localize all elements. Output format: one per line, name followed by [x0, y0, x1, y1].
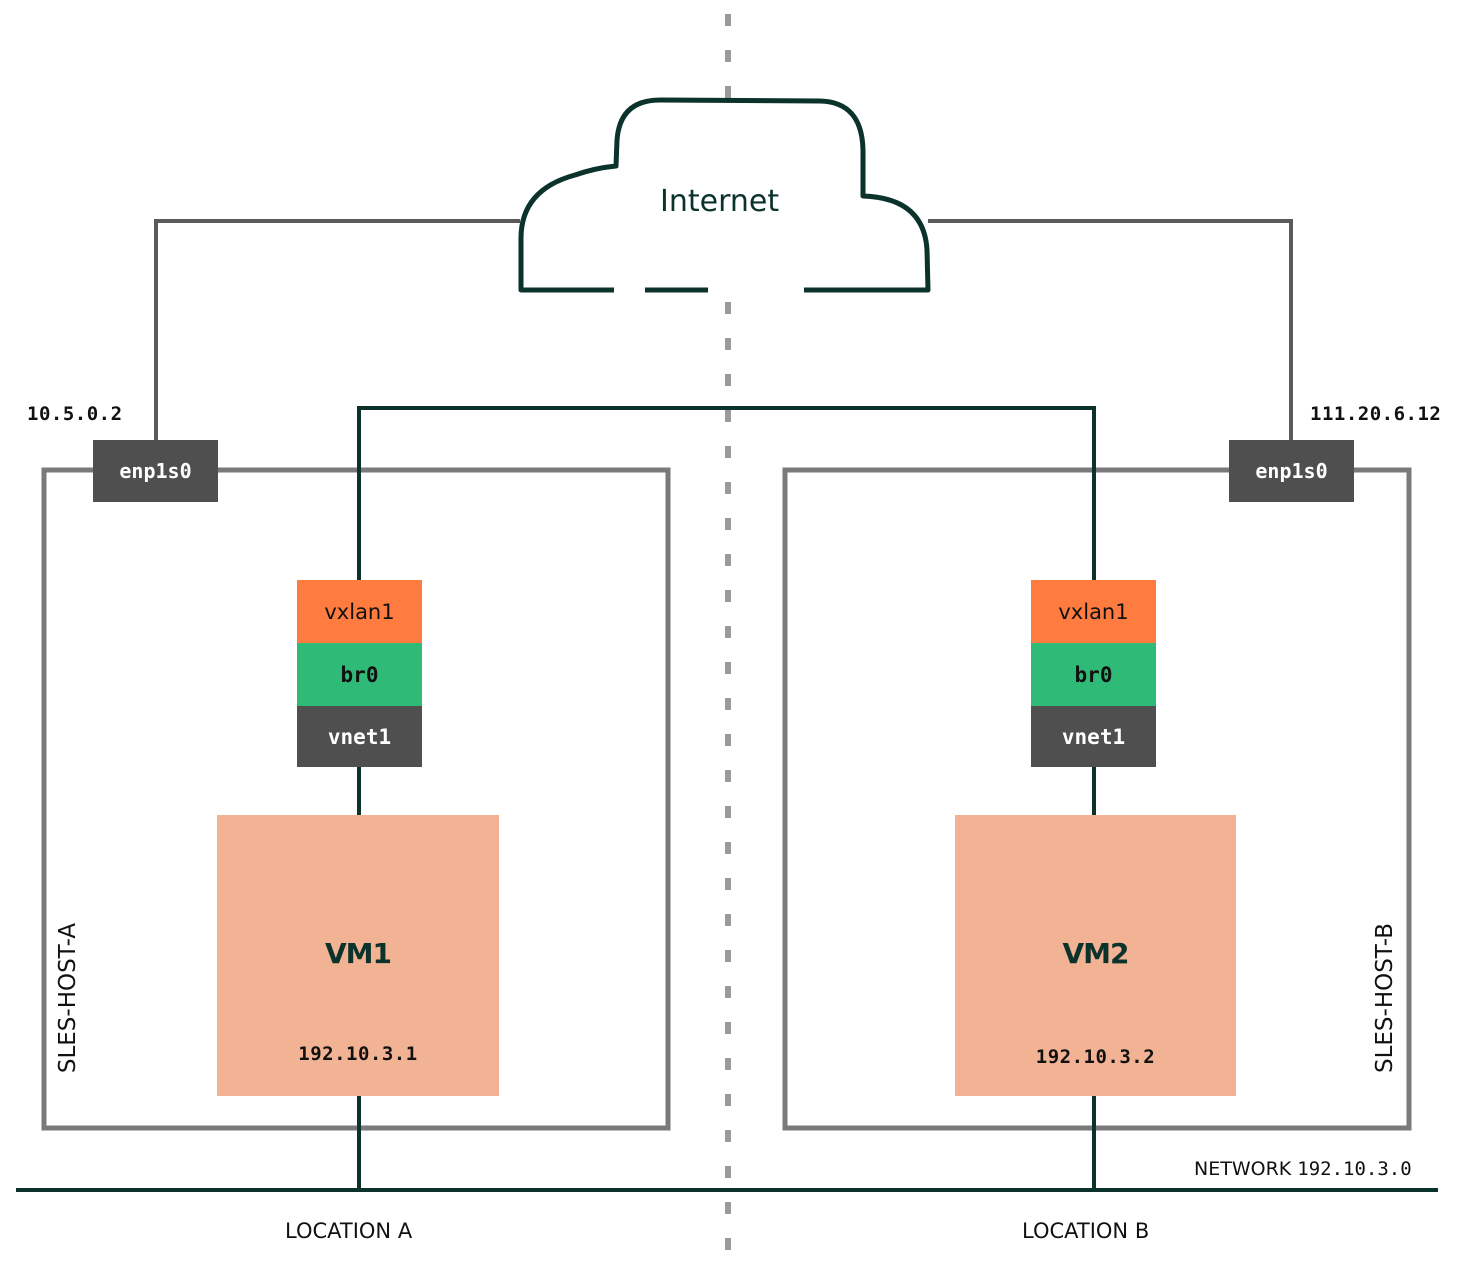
host-a-vnet-interface[interactable]: vnet1	[297, 706, 422, 767]
host-b-nic[interactable]: enp1s0	[1229, 440, 1354, 502]
network-label: NETWORK 192.10.3.0	[1194, 1158, 1412, 1181]
vm2-ip: 192.10.3.2	[1035, 1046, 1156, 1068]
host-b-boundary	[782, 467, 1412, 1131]
host-b-label: SLES-HOST-B	[1372, 922, 1398, 1074]
network-label-address: 192.10.3.0	[1297, 1158, 1412, 1180]
host-b-nic-ip: 111.20.6.12	[1310, 403, 1442, 425]
cloud-icon	[518, 97, 931, 293]
location-b-label: LOCATION B	[1022, 1219, 1150, 1243]
internet-label: Internet	[660, 184, 780, 219]
host-a-nic-ip: 10.5.0.2	[27, 403, 123, 425]
network-label-word: NETWORK	[1194, 1158, 1298, 1180]
host-a-bridge-interface[interactable]: br0	[297, 643, 422, 706]
uplink-host-a	[154, 219, 520, 440]
host-a-boundary	[41, 467, 671, 1131]
vm1-ip: 192.10.3.1	[298, 1043, 418, 1065]
uplink-host-b	[928, 219, 1293, 440]
vm1-box[interactable]: VM1 192.10.3.1	[217, 815, 499, 1096]
host-a-label: SLES-HOST-A	[55, 922, 81, 1074]
host-b-bridge-interface[interactable]: br0	[1031, 643, 1156, 706]
vm1-name: VM1	[324, 937, 392, 970]
host-a-vxlan-interface[interactable]: vxlan1	[297, 580, 422, 643]
host-a-nic[interactable]: enp1s0	[93, 440, 218, 502]
host-b-vnet-interface[interactable]: vnet1	[1031, 706, 1156, 767]
vxlan-tunnel	[357, 406, 1096, 582]
vm2-name: VM2	[1062, 937, 1129, 970]
host-b-vxlan-interface[interactable]: vxlan1	[1031, 580, 1156, 643]
vm2-box[interactable]: VM2 192.10.3.2	[955, 815, 1236, 1096]
location-a-label: LOCATION A	[285, 1219, 413, 1243]
